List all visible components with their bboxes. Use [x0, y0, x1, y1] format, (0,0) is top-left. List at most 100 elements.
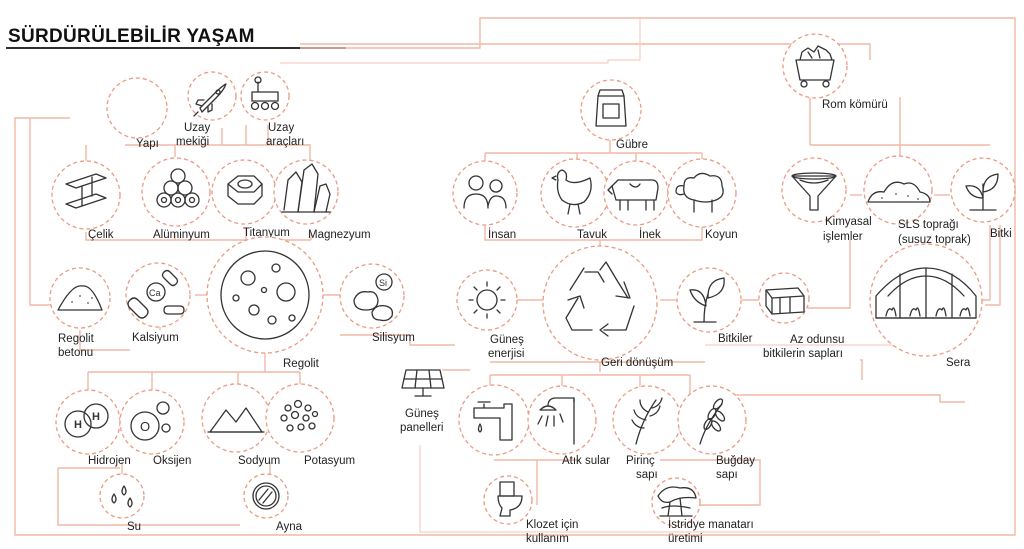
potassium-grains-icon: [280, 399, 319, 432]
aluminum-rods-icon: [156, 168, 200, 208]
label-regolit-betonu-2: betonu: [58, 347, 93, 359]
label-regolit: Regolit: [283, 358, 320, 370]
node-uzay-araclari: Uzay araçları: [240, 71, 304, 148]
node-uzay-mekigi: Uzay mekiği: [176, 71, 237, 148]
solar-panel-icon: [401, 369, 445, 397]
label-insan: İnsan: [488, 228, 516, 241]
soil-pile-icon: [867, 181, 931, 203]
sprout-icon: [965, 173, 999, 211]
label-klozet-1: Klozet için: [526, 519, 578, 531]
hydrogen-molecule-icon: H H: [64, 403, 109, 438]
label-az-odunsu-1: Az odunsu: [790, 334, 844, 346]
toilet-icon: [497, 481, 523, 517]
label-kalsiyum: Kalsiyum: [132, 332, 179, 344]
node-su: Su: [99, 473, 145, 533]
greenhouse-icon: [875, 267, 977, 319]
chicken-icon: [551, 169, 592, 215]
silicon-rocks-icon: Si: [353, 273, 394, 322]
node-aluminyum: Alüminyum: [141, 157, 211, 241]
node-az-odunsu: Az odunsu bitkilerin sapları: [758, 272, 844, 360]
node-regolit-betonu: Regolit betonu: [49, 267, 111, 359]
node-potasyum: Potasyum: [265, 383, 355, 467]
calcium-pills-icon: Ca: [127, 269, 185, 319]
label-bugday-sapi-1: Buğday: [716, 455, 755, 467]
label-sls-1: SLS toprağı: [898, 219, 959, 231]
label-uzay-araclari-2: araçları: [266, 136, 304, 148]
people-icon: [463, 175, 507, 209]
label-aluminyum: Alüminyum: [153, 229, 210, 241]
straw-bale-icon: [765, 287, 805, 315]
node-klozet: Klozet için kullanım: [483, 475, 578, 545]
label-atik-sular: Atık sular: [562, 455, 610, 467]
moon-icon: [220, 250, 310, 340]
concrete-pile-icon: [57, 285, 103, 311]
salt-mountains-icon: [207, 407, 265, 433]
node-titanyum: Titanyum: [211, 159, 290, 239]
node-hidrojen: H H Hidrojen: [55, 389, 131, 467]
label-potasyum: Potasyum: [304, 455, 355, 467]
oxygen-symbol: O: [140, 419, 150, 434]
node-gunes-enerjisi: Güneş enerjisi: [456, 269, 524, 360]
node-silisyum: Si Silisyum: [339, 263, 415, 344]
node-magnezyum: Magnezyum: [273, 159, 371, 241]
hex-nut-icon: [227, 175, 263, 205]
label-pirinc-sapi-2: sapı: [636, 469, 658, 481]
label-sls-2: (susuz toprak): [898, 234, 971, 246]
label-oksijen: Oksijen: [153, 455, 191, 467]
node-rom-komuru: Rom kömürü: [782, 33, 888, 111]
oyster-mushroom-icon: [657, 486, 697, 517]
label-uzay-araclari-1: Uzay: [268, 122, 294, 134]
label-bitkiler: Bitkiler: [718, 333, 753, 345]
label-magnezyum: Magnezyum: [308, 229, 371, 241]
node-bugday-sapi: Buğday sapı: [677, 385, 755, 481]
node-celik: Çelik: [51, 160, 121, 241]
node-yapi: Yapı: [106, 77, 168, 150]
label-istiridye-1: İstridye manatarı: [668, 518, 754, 531]
label-celik: Çelik: [88, 229, 114, 241]
node-kimyasal: Kimyasal işlemler: [781, 157, 872, 243]
node-istiridye: İstridye manatarı üretimi: [651, 477, 754, 545]
node-regolit: Regolit: [206, 236, 324, 370]
mirror-icon: [252, 482, 280, 510]
label-gubre: Gübre: [616, 139, 648, 151]
fertilizer-bag-icon: [595, 89, 627, 127]
label-sera: Sera: [946, 357, 971, 369]
node-faucet: [458, 384, 530, 456]
label-hidrojen: Hidrojen: [88, 455, 131, 467]
cow-icon: [607, 179, 659, 211]
faucet-icon: [473, 401, 513, 441]
oxygen-bubbles-icon: O: [130, 401, 171, 441]
leaves-icon: [689, 277, 725, 323]
hydrogen-symbol-1: H: [74, 419, 82, 431]
node-sls: SLS toprağı (susuz toprak): [863, 155, 971, 246]
node-gunes-panelleri: Güneş panelleri: [400, 360, 446, 434]
label-kimyasal-2: işlemler: [823, 231, 863, 243]
label-gunes-enerjisi-1: Güneş: [490, 334, 524, 346]
node-ayna: Ayna: [243, 473, 303, 533]
rover-icon: [250, 76, 280, 111]
node-geri-donusum: Geri dönüşüm: [542, 245, 673, 369]
label-tavuk: Tavuk: [577, 229, 607, 241]
label-ayna: Ayna: [276, 521, 303, 533]
label-sodyum: Sodyum: [238, 455, 280, 467]
label-az-odunsu-2: bitkilerin sapları: [763, 348, 843, 360]
silicon-symbol: Si: [379, 278, 387, 288]
sheep-icon: [675, 172, 724, 213]
calcium-symbol: Ca: [149, 288, 161, 298]
label-regolit-betonu-1: Regolit: [58, 333, 95, 345]
node-tavuk: Tavuk: [540, 158, 610, 241]
funnel-icon: [791, 172, 837, 211]
node-insan: İnsan: [452, 160, 518, 241]
connections: [14, 17, 1016, 536]
label-gunes-panelleri-1: Güneş: [405, 408, 439, 420]
label-pirinc-sapi-1: Pirinç: [626, 455, 655, 467]
label-klozet-2: kullanım: [526, 533, 569, 545]
label-istiridye-2: üretimi: [668, 533, 703, 545]
label-uzay-mekigi-1: Uzay: [184, 122, 210, 134]
node-gubre: Gübre: [580, 79, 648, 151]
label-uzay-mekigi-2: mekiği: [176, 136, 209, 148]
label-titanyum: Titanyum: [243, 227, 290, 239]
sun-icon: [468, 281, 506, 319]
node-inek: İnek: [603, 160, 669, 241]
